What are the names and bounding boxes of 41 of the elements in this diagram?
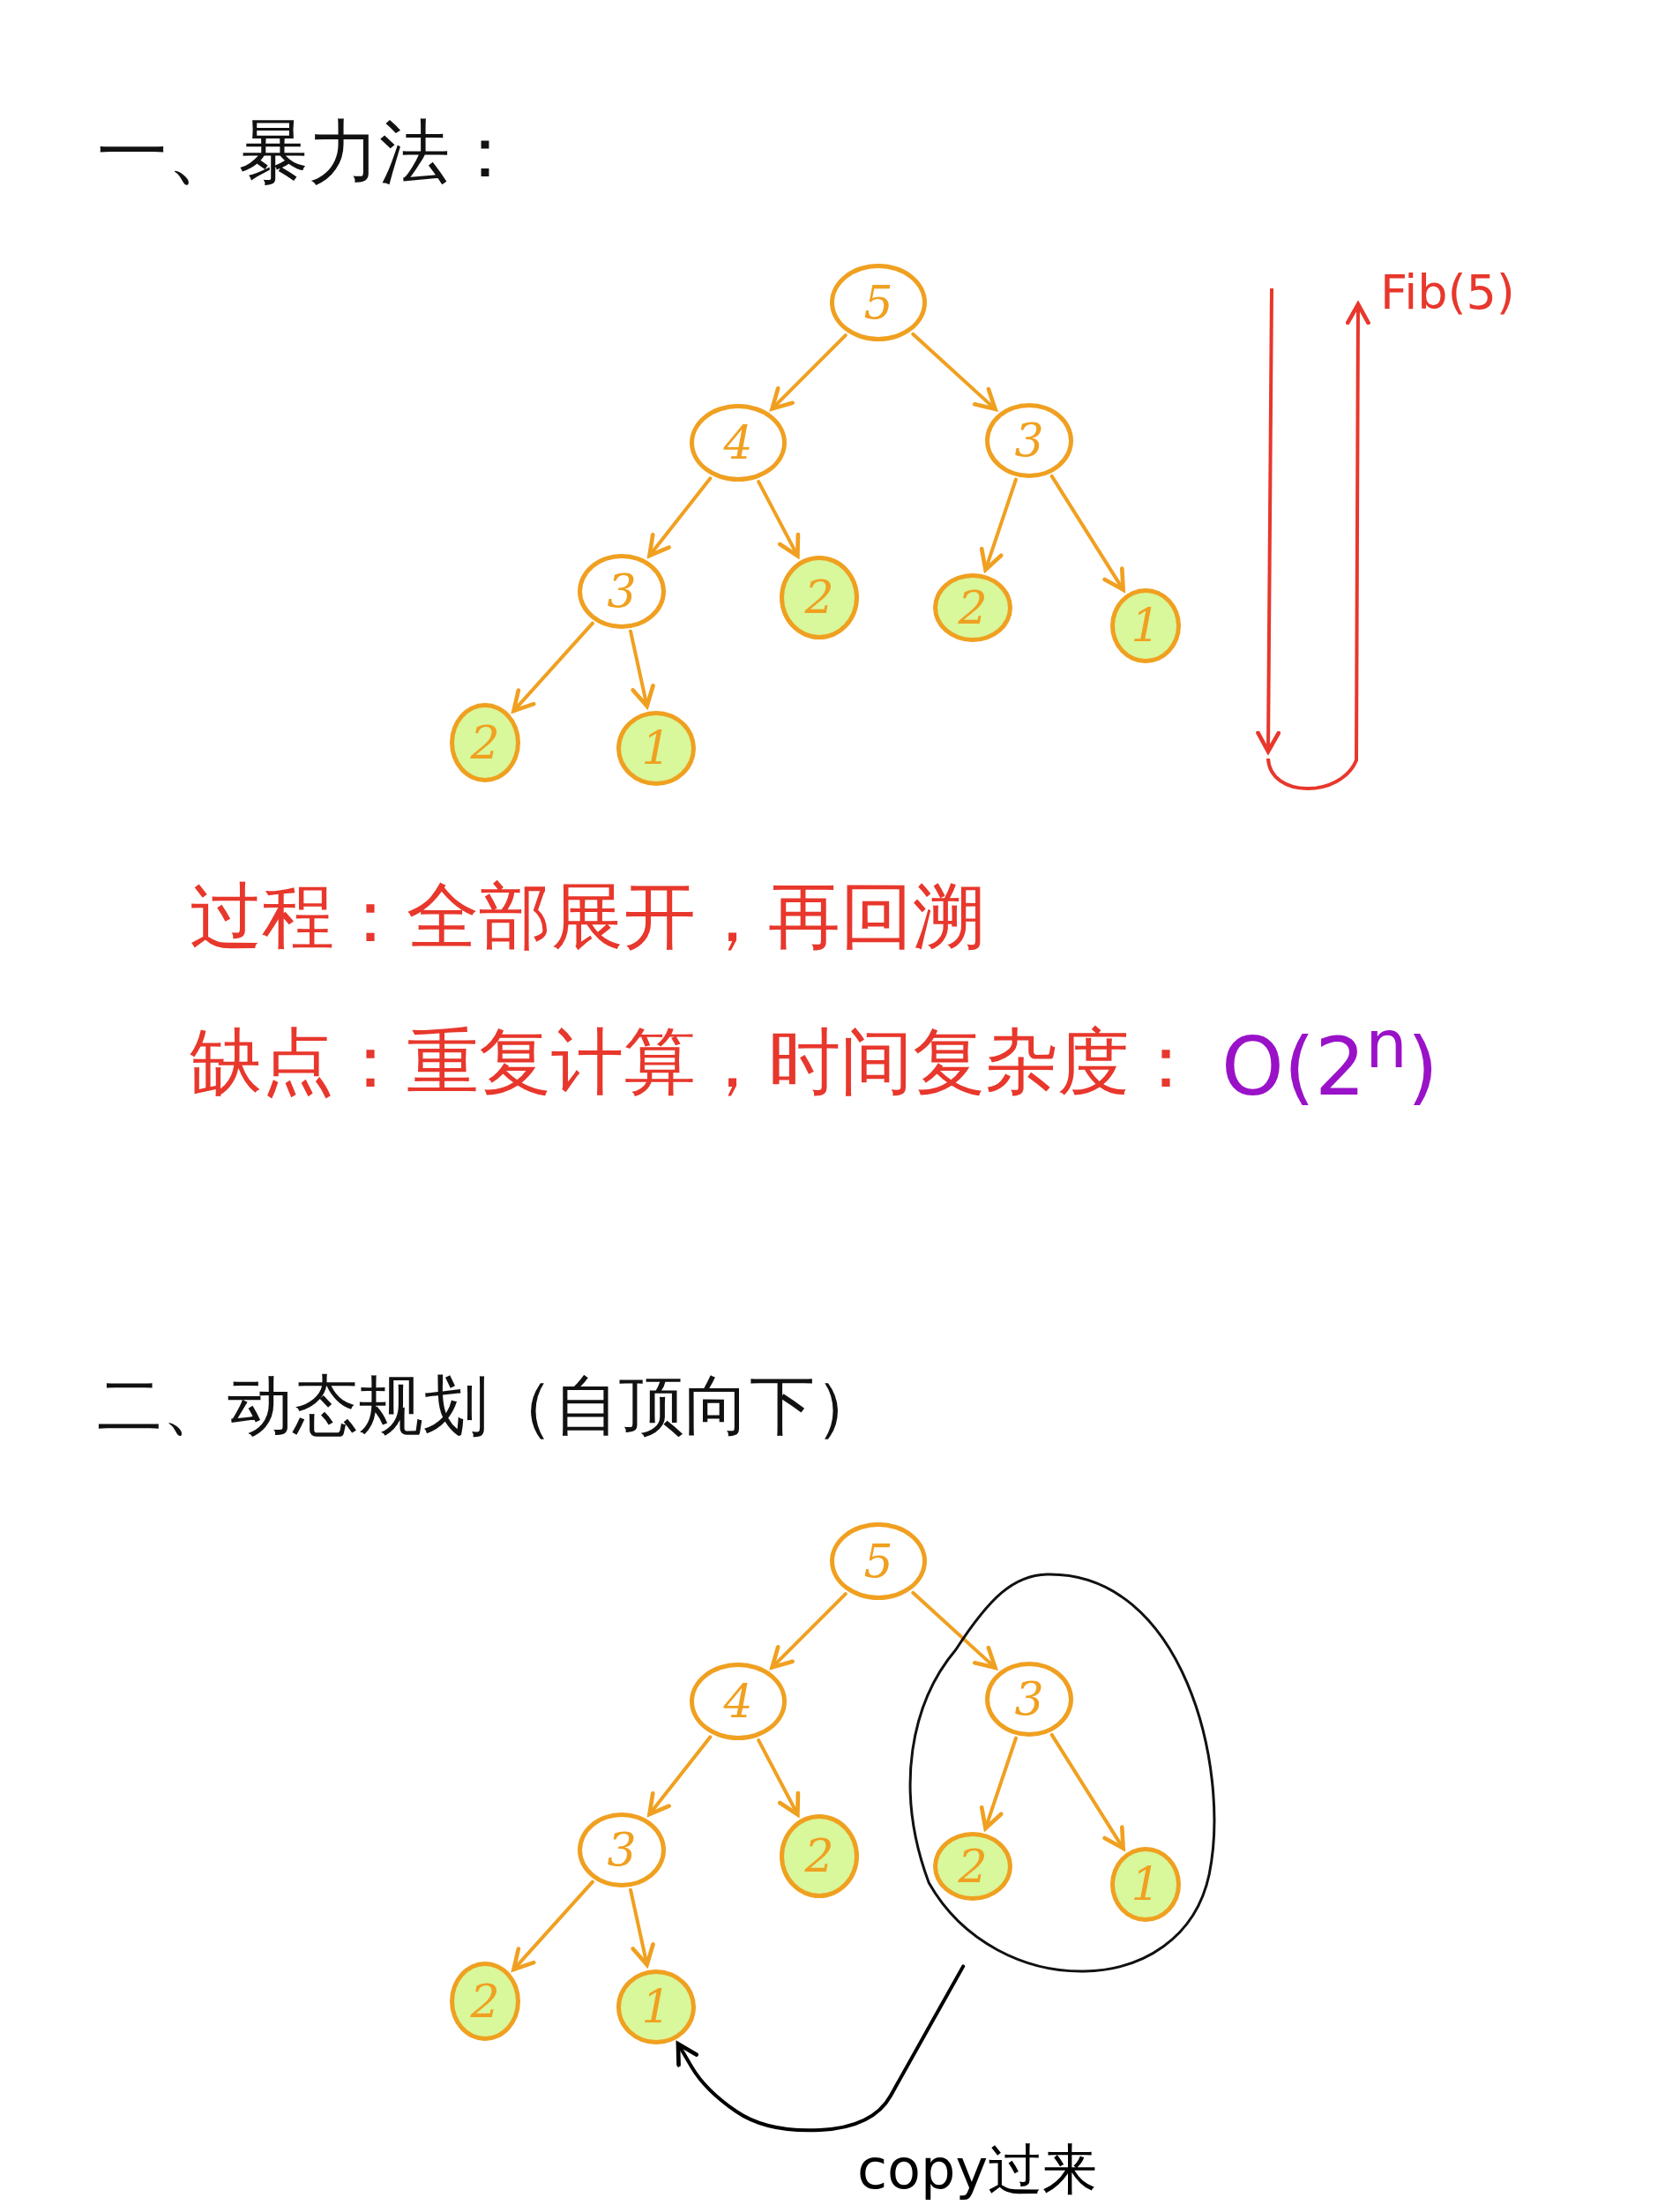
number-label: 1 xyxy=(1131,1861,1161,1907)
arrow xyxy=(1049,474,1125,592)
arrow xyxy=(770,333,847,411)
arrow xyxy=(511,621,594,714)
arrow xyxy=(629,629,655,708)
section-heading: 二、动态规划（自顶向下） xyxy=(97,1366,880,1445)
arrow xyxy=(647,476,713,558)
arrow xyxy=(911,332,997,412)
number-label: 2 xyxy=(470,720,500,766)
arrow xyxy=(757,1738,801,1817)
number-label: 5 xyxy=(863,280,893,325)
number-label: 2 xyxy=(470,1978,500,2024)
note-text: 缺点：重复计算，时间复杂度： xyxy=(190,1019,1202,1105)
function-label: Fib(5) xyxy=(1380,265,1515,320)
arrow xyxy=(676,1964,966,2133)
arrow xyxy=(979,1736,1018,1831)
number-label: 2 xyxy=(958,585,988,631)
arrow xyxy=(647,1735,713,1817)
number-label: 3 xyxy=(607,1827,637,1872)
number-label: 3 xyxy=(607,568,637,614)
number-label: 3 xyxy=(1014,417,1044,463)
number-label: 1 xyxy=(1131,602,1161,648)
arrow xyxy=(911,1590,997,1671)
number-label: 2 xyxy=(804,1833,834,1879)
arrow xyxy=(757,480,801,558)
arrow xyxy=(629,1887,655,1967)
arrow xyxy=(979,477,1018,572)
number-label: 4 xyxy=(723,1678,753,1724)
note-text: 过程：全部展开，再回溯 xyxy=(190,873,985,960)
number-label: 1 xyxy=(641,725,671,771)
number-label: 2 xyxy=(804,574,834,620)
number-label: 2 xyxy=(958,1843,988,1889)
arrow xyxy=(511,1880,594,1972)
complexity-formula: O(2$^{n}$) xyxy=(1221,1005,1438,1113)
section-heading: 一、暴力法： xyxy=(97,110,520,195)
arrow xyxy=(1049,1732,1125,1850)
number-label: 3 xyxy=(1014,1676,1044,1722)
arrow xyxy=(770,1592,847,1670)
number-label: 5 xyxy=(863,1538,893,1584)
number-label: 1 xyxy=(641,1984,671,2029)
number-label: 4 xyxy=(723,420,753,466)
